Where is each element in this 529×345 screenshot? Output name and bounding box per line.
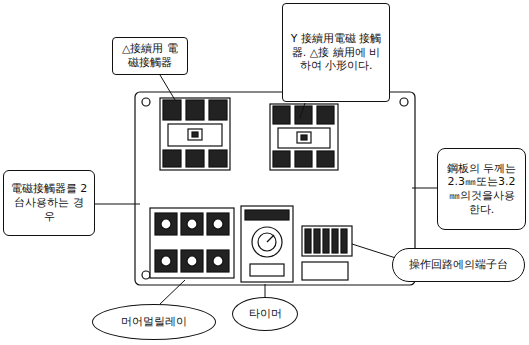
callout-text: 操作回路에의端子台 [409, 258, 508, 272]
star-contactor [270, 104, 338, 170]
callout-bubble: 操作回路에의端子台 [392, 248, 525, 282]
callout-text: 타이머 [249, 307, 282, 321]
callout-text: △接續用 電磁接觸器 [118, 42, 182, 70]
thermal-relay [150, 208, 234, 278]
callout-bubble: Y 接續用電磁 接觸器. △接 續用에 비하여 小形이다. [282, 3, 390, 102]
callout-bubble: 電磁接觸器를 2台사용하는 경우 [3, 170, 95, 236]
callout-bubble: △接續用 電磁接觸器 [112, 37, 188, 75]
callout-text: 鋼板의 두께는 2.3㎜또는3.2 ㎜의것을사용 한다. [443, 162, 520, 217]
mounting-hole [142, 271, 150, 279]
mounting-hole [400, 98, 408, 106]
timer [241, 206, 293, 282]
delta-contactor [160, 98, 230, 170]
terminal-block [302, 226, 352, 280]
mounting-hole [142, 98, 150, 106]
callout-text: Y 接續用電磁 接觸器. △接 續用에 비하여 小形이다. [288, 32, 384, 73]
callout-bubble: 타이머 [232, 297, 298, 331]
callout-bubble: 머어멀릴레이 [92, 304, 216, 340]
steel-plate [135, 92, 415, 285]
callout-text: 電磁接觸器를 2台사용하는 경우 [9, 182, 89, 223]
callout-bubble: 鋼板의 두께는 2.3㎜또는3.2 ㎜의것을사용 한다. [437, 148, 526, 230]
callout-text: 머어멀릴레이 [121, 315, 187, 329]
leader-lines [93, 75, 439, 304]
